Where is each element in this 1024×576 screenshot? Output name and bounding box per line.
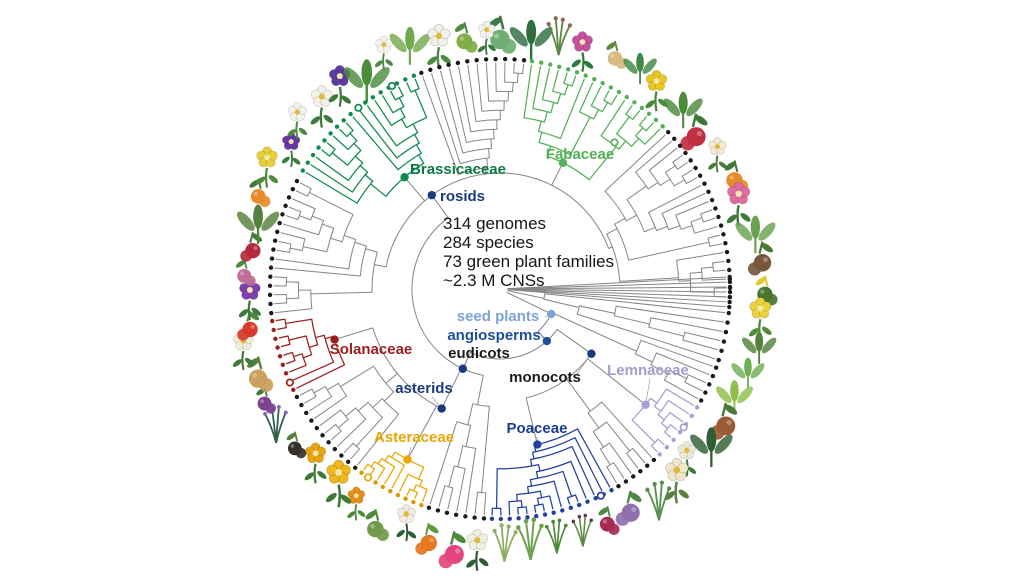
plant-illustration-purple-hibiscus	[281, 132, 301, 168]
plant-illustration-cactus-flower	[466, 529, 489, 571]
stat-cns: ~2.3 M CNSs	[443, 271, 545, 290]
plant-illustration-carrot	[415, 523, 439, 555]
plant-illustration-bromeliad	[645, 480, 672, 521]
stat-genomes: 314 genomes	[443, 214, 546, 233]
plant-illustration-strawberry	[680, 113, 708, 151]
plant-illustration-sunflower	[325, 459, 352, 508]
plant-illustration-lobed-leaf	[509, 19, 553, 60]
stat-species: 284 species	[443, 233, 534, 252]
plant-illustration-silique-plant	[389, 26, 431, 65]
plant-illustration-crucifer-flowers	[374, 35, 393, 70]
label-asteraceae: Asteraceae	[374, 429, 454, 446]
plant-illustration-wheat	[492, 523, 518, 562]
label-monocots: monocots	[509, 369, 581, 386]
center-stats: 314 genomes 284 species 73 green plant f…	[443, 214, 614, 290]
plant-illustration-yellow-bloom	[749, 297, 772, 340]
plant-illustration-artichoke	[365, 508, 389, 541]
plant-illustration-fern	[731, 357, 765, 389]
plant-illustration-olives	[286, 431, 307, 459]
plant-illustration-white-cluster	[477, 20, 496, 55]
plant-illustration-grapes	[235, 258, 256, 287]
plant-illustration-catkin	[546, 16, 573, 56]
label-eudicots: eudicots	[448, 345, 510, 362]
label-solanaceae: Solanaceae	[330, 341, 413, 358]
label-fabaceae: Fabaceae	[546, 146, 614, 163]
plant-illustration-rose	[726, 181, 751, 227]
plant-illustration-clover	[571, 31, 594, 72]
plant-illustration-olive-branch	[236, 204, 280, 244]
plant-illustration-blossom	[708, 137, 727, 173]
plant-illustration-anemone	[396, 504, 417, 542]
plant-illustration-peanut	[606, 40, 627, 69]
plant-illustration-sorghum	[571, 513, 594, 547]
plant-illustration-cotton	[287, 102, 308, 140]
plant-illustration-maize	[544, 518, 568, 554]
plant-illustration-rosette	[343, 59, 390, 103]
label-lemnaceae: Lemnaceae	[607, 362, 689, 379]
plant-illustration-anthurium	[690, 427, 733, 468]
label-poaceae: Poaceae	[507, 420, 568, 437]
clade-labels: Brassicaceae Fabaceae rosids seed plants…	[330, 146, 689, 446]
plant-illustration-radish	[438, 531, 466, 569]
label-brassicaceae: Brassicaceae	[410, 161, 506, 178]
plant-illustration-alyssum	[427, 23, 451, 69]
plant-illustration-medick	[645, 69, 668, 112]
plant-illustration-pineapple	[615, 490, 642, 526]
plant-illustration-cabbage	[488, 15, 517, 54]
plant-illustration-vine	[742, 331, 777, 364]
label-seed-plants: seed plants	[457, 308, 540, 325]
plant-illustration-pomegranate	[240, 232, 263, 262]
plant-illustration-dandelion	[347, 486, 366, 521]
plant-illustration-orchid	[664, 457, 689, 504]
plant-illustration-banana-flower	[598, 506, 620, 535]
stat-families: 73 green plant families	[443, 252, 614, 271]
plant-illustration-yellow-hibiscus	[256, 146, 279, 188]
plant-illustration-walnut	[747, 241, 773, 276]
plant-illustration-pods	[663, 91, 703, 129]
plant-illustration-ring	[232, 15, 778, 571]
plant-illustration-rice	[515, 517, 544, 561]
plant-illustration-legume-pods	[735, 215, 776, 254]
node-markers	[267, 56, 733, 522]
label-angiosperms: angiosperms	[447, 327, 540, 344]
plant-illustration-jasmine	[310, 85, 334, 128]
plant-illustration-trifoliate	[623, 52, 657, 85]
label-rosids: rosids	[440, 188, 485, 205]
plant-illustration-sunflower-2	[304, 442, 327, 484]
label-asterids: asterids	[395, 380, 453, 397]
plant-illustration-green-capsule	[454, 21, 478, 53]
